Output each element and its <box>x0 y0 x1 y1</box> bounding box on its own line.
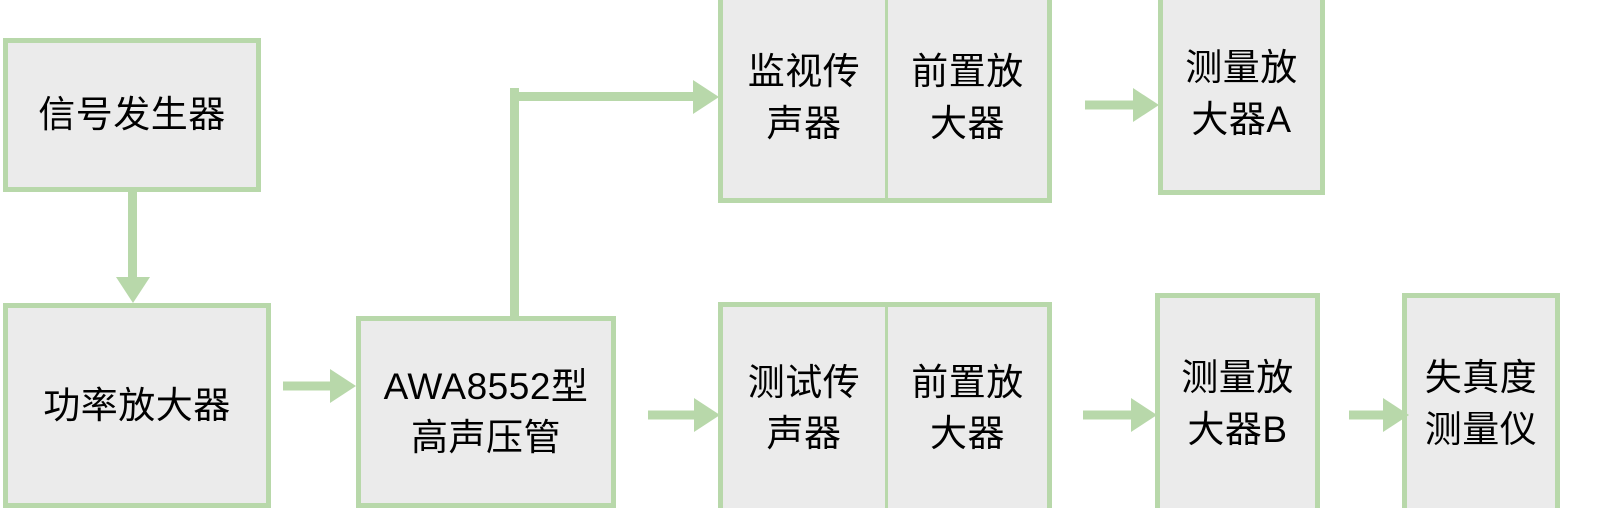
connector-preamplifier-top-to-measuring-amplifier-a <box>1085 88 1159 122</box>
arrowhead-right-icon <box>1383 398 1409 432</box>
connector-preamplifier-bottom-to-measuring-amplifier-b <box>1083 398 1157 432</box>
connector-awa8552-to-test-microphone <box>648 398 720 432</box>
connector-shaft-horizontal <box>283 381 332 391</box>
node-power-amplifier[interactable]: 功率放大器 <box>3 303 271 508</box>
node-distortion-meter[interactable]: 失真度 测量仪 <box>1402 293 1560 508</box>
arrowhead-right-icon <box>1133 88 1159 122</box>
connector-awa8552-to-monitor-microphone <box>510 80 722 320</box>
node-monitor-microphone[interactable]: 监视传 声器 <box>718 0 888 203</box>
node-preamplifier-bottom[interactable]: 前置放 大器 <box>885 302 1052 508</box>
connector-shaft-vertical <box>128 192 137 277</box>
connector-shaft-horizontal <box>1349 410 1386 420</box>
connector-signal-generator-to-power-amplifier <box>115 192 150 303</box>
node-test-microphone[interactable]: 测试传 声器 <box>718 302 888 508</box>
node-measuring-amplifier-a[interactable]: 测量放 大器A <box>1158 0 1325 195</box>
arrowhead-right-icon <box>694 398 720 432</box>
arrowhead-down-icon <box>115 277 150 303</box>
node-awa8552-tube[interactable]: AWA8552型 高声压管 <box>356 316 616 508</box>
arrowhead-right-icon <box>330 369 356 403</box>
arrowhead-right-icon <box>693 80 719 114</box>
connector-shaft-horizontal <box>648 410 696 420</box>
arrowhead-right-icon <box>1131 398 1157 432</box>
node-measuring-amplifier-b[interactable]: 测量放 大器B <box>1155 293 1320 508</box>
node-preamplifier-top[interactable]: 前置放 大器 <box>885 0 1052 203</box>
node-signal-generator[interactable]: 信号发生器 <box>3 38 261 192</box>
connector-shaft-vertical <box>510 88 519 320</box>
connector-measuring-amplifier-b-to-distortion-meter <box>1349 398 1409 432</box>
connector-shaft-horizontal <box>1083 410 1133 420</box>
connector-shaft-horizontal <box>1085 100 1135 110</box>
connector-power-amplifier-to-awa8552 <box>283 369 356 403</box>
connector-shaft-horizontal <box>510 92 696 101</box>
